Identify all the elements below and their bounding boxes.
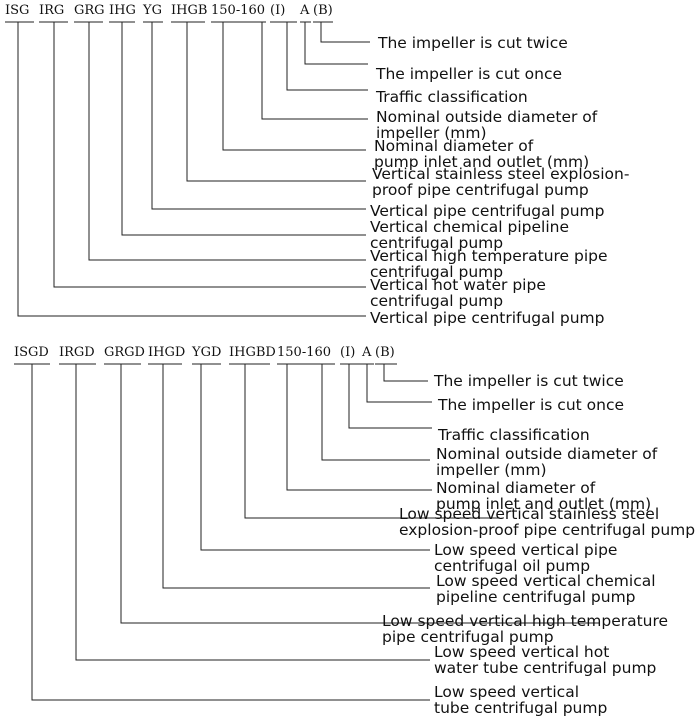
model-code-part: A <box>299 3 310 18</box>
leader-line <box>304 22 368 65</box>
model-code-part: YGD <box>191 345 221 360</box>
model-code-part: IHG <box>109 3 136 18</box>
leader-line <box>186 22 366 182</box>
model-code-part: YG <box>142 3 162 18</box>
leader-line <box>88 22 366 261</box>
code-description: Traffic classification <box>375 88 528 106</box>
leader-line <box>200 364 430 551</box>
code-description: water tube centrifugal pump <box>434 659 656 677</box>
model-code-part: A <box>361 345 372 360</box>
model-code-part: 150-160 <box>211 3 265 18</box>
code-description: impeller (mm) <box>436 461 547 479</box>
code-description: Vertical stainless steel explosion- <box>372 165 629 183</box>
leader-line <box>151 22 366 210</box>
leader-line <box>121 22 366 236</box>
model-code-part: GRG <box>74 3 105 18</box>
code-description: proof pipe centrifugal pump <box>372 181 589 199</box>
code-description: pump inlet and outlet (mm) <box>436 495 651 513</box>
code-description: The impeller is cut once <box>375 65 562 83</box>
leader-line <box>53 22 366 288</box>
leader-line <box>162 364 430 589</box>
model-code-part: (I) <box>340 345 355 360</box>
code-description: Low speed vertical <box>434 683 579 701</box>
leader-line <box>383 364 428 382</box>
leader-line <box>286 364 432 491</box>
model-code-part: (B) <box>375 345 395 360</box>
code-description: explosion-proof pipe centrifugal pump <box>399 521 695 539</box>
leader-line <box>244 364 500 519</box>
code-description: Vertical chemical pipeline <box>370 218 569 236</box>
model-code-part: (B) <box>313 3 333 18</box>
model-code-part: (I) <box>270 3 285 18</box>
code-description: centrifugal pump <box>370 234 503 252</box>
leader-line <box>75 364 430 661</box>
code-description: Nominal diameter of <box>436 479 596 497</box>
leader-line <box>286 22 368 91</box>
code-description: Vertical pipe centrifugal pump <box>370 202 604 220</box>
model-code-part: IRG <box>39 3 64 18</box>
code-description: tube centrifugal pump <box>434 699 607 717</box>
leader-line <box>366 364 432 403</box>
model-code-part: IRGD <box>59 345 95 360</box>
code-description: Low speed vertical chemical <box>436 572 656 590</box>
code-description: The impeller is cut twice <box>377 34 568 52</box>
code-description: Vertical hot water pipe <box>370 276 546 294</box>
code-description: Traffic classification <box>437 426 590 444</box>
code-description: Low speed vertical stainless steel <box>399 505 659 523</box>
code-description: pipeline centrifugal pump <box>436 588 636 606</box>
code-description: Low speed vertical high temperature <box>382 612 668 630</box>
leader-line <box>17 22 366 317</box>
code-description: Vertical pipe centrifugal pump <box>370 309 604 327</box>
code-description: impeller (mm) <box>376 124 487 142</box>
leader-line <box>222 22 366 151</box>
model-code-part: ISG <box>5 3 29 18</box>
code-description: Nominal outside diameter of <box>436 445 658 463</box>
model-code-part: GRGD <box>104 345 145 360</box>
model-code-part: IHGB <box>171 3 207 18</box>
code-description: centrifugal oil pump <box>434 557 590 575</box>
leader-line <box>31 364 430 701</box>
code-description: pipe centrifugal pump <box>382 628 554 646</box>
leader-line <box>261 22 368 120</box>
model-code-part: ISGD <box>14 345 49 360</box>
top-designation-diagram: ISG IRG GRG IHG YG IHGB 150-160 (I) A(B) The impe… <box>5 3 629 327</box>
code-description: Low speed vertical pipe <box>434 541 617 559</box>
code-description: The impeller is cut once <box>437 396 624 414</box>
code-description: Nominal outside diameter of <box>376 108 598 126</box>
code-description: centrifugal pump <box>370 292 503 310</box>
model-code-part: IHGBD <box>229 345 276 360</box>
model-code-part: IHGD <box>148 345 185 360</box>
leader-line <box>120 364 600 624</box>
leader-line <box>321 364 430 461</box>
code-description: Low speed vertical hot <box>434 643 609 661</box>
code-description: The impeller is cut twice <box>433 372 624 390</box>
code-description: pump inlet and outlet (mm) <box>374 153 589 171</box>
leader-line <box>348 364 432 429</box>
code-description: Vertical high temperature pipe <box>370 247 608 265</box>
code-description: Nominal diameter of <box>374 137 534 155</box>
model-code-part: 150-160 <box>277 345 331 360</box>
code-description: centrifugal pump <box>370 263 503 281</box>
leader-line <box>320 22 370 43</box>
